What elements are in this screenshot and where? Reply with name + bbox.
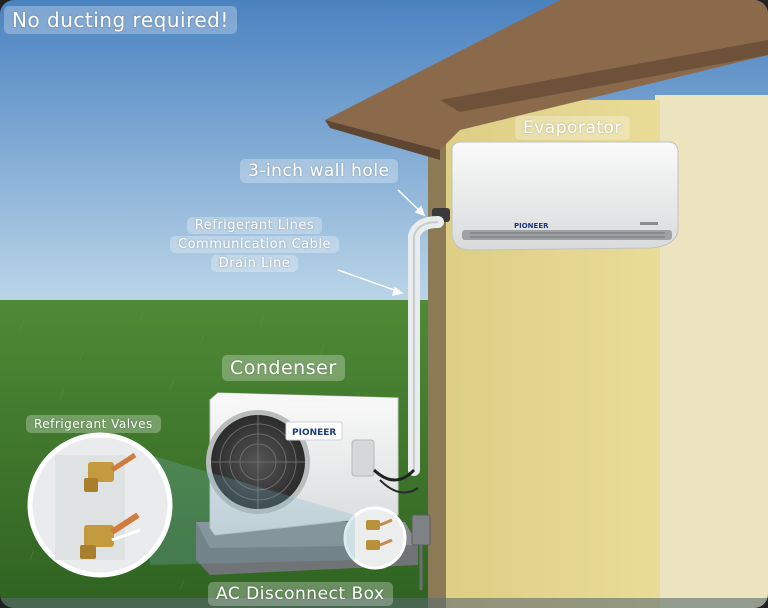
outdoor-brand-text: PIONEER	[292, 428, 336, 438]
upper-valve	[84, 452, 137, 492]
roof-underside	[440, 40, 768, 112]
headline-label: No ducting required!	[4, 6, 237, 34]
evaporator-unit: PIONEER	[451, 141, 679, 251]
ac-disconnect-box-label: AC Disconnect Box	[208, 582, 393, 606]
grass-texture	[19, 309, 325, 591]
valve-inset-small	[343, 506, 407, 570]
wall-edge-trim	[428, 100, 446, 608]
roof	[325, 0, 768, 150]
refrigerant-valves-label: Refrigerant Valves	[26, 415, 161, 433]
line-set-labels: Refrigerant Lines Communication Cable Dr…	[170, 217, 340, 272]
ac-disconnect-box	[411, 514, 431, 590]
refrigerant-lines-label: Refrigerant Lines	[186, 217, 323, 234]
roof-eave	[325, 120, 440, 160]
pointer-arrows	[337, 189, 426, 297]
evaporator-label: Evaporator	[515, 116, 630, 140]
condenser-label: Condenser	[222, 355, 345, 381]
valve-closeup	[27, 432, 173, 578]
drain-line-label: Drain Line	[210, 255, 299, 272]
refrigerant-hose	[372, 468, 416, 482]
wall-hole-label: 3-inch wall hole	[240, 159, 398, 183]
communication-cable-label: Communication Cable	[170, 236, 340, 253]
lower-valve	[80, 512, 141, 559]
line-set-conduit	[408, 216, 444, 476]
zoom-highlight	[150, 455, 355, 565]
indoor-brand-text: PIONEER	[514, 222, 549, 230]
condenser-unit: PIONEER	[206, 392, 399, 536]
